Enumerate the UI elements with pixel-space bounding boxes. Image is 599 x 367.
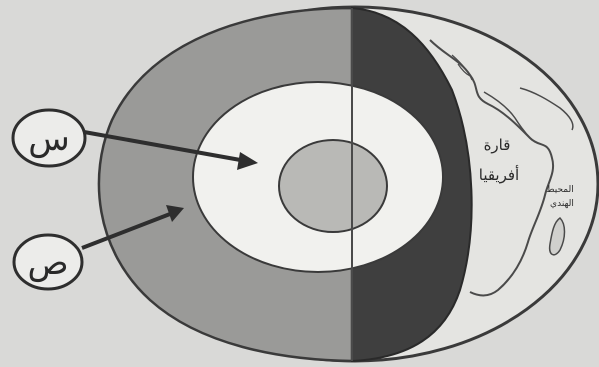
label-y-text: ص — [27, 243, 68, 283]
ocean-label-line1: المحيط — [546, 185, 574, 195]
ocean-label-line2: الهندي — [550, 199, 574, 209]
label-x-text: س — [28, 119, 70, 159]
inner-core — [279, 140, 387, 232]
continent-label-line2: أفريقيا — [479, 165, 519, 184]
continent-label-line1: قارة — [484, 136, 511, 154]
